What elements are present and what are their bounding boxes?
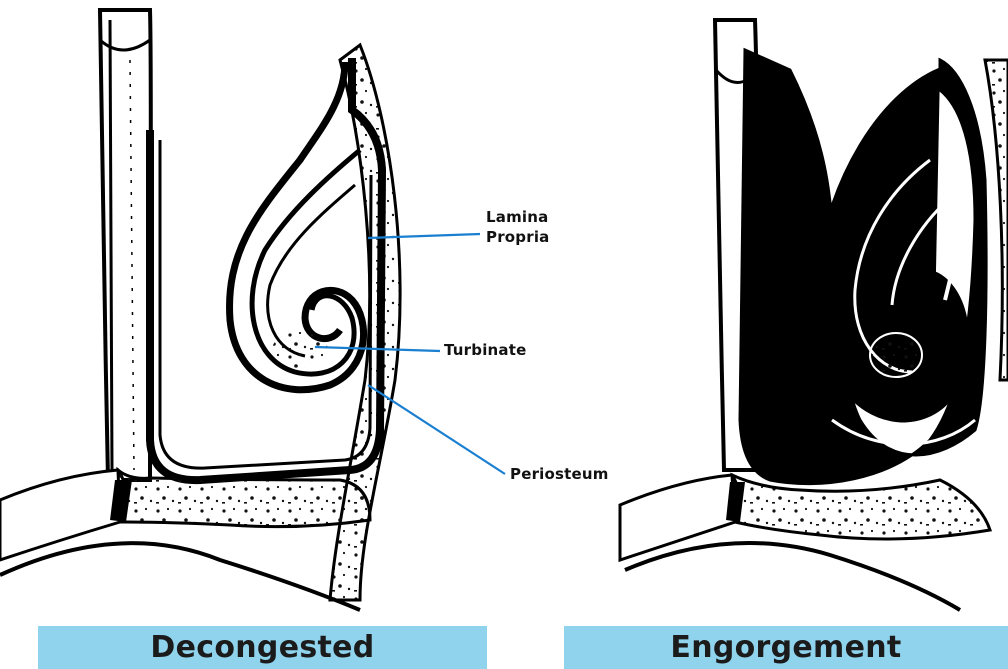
floor-bones-left bbox=[0, 470, 126, 560]
periosteum-label: Periosteum bbox=[510, 464, 609, 484]
turbinate-label: Turbinate bbox=[444, 340, 526, 360]
lamina-propria-label-line1: Lamina bbox=[486, 207, 550, 227]
engorgement-banner: Engorgement bbox=[564, 626, 1008, 669]
decongested-banner: Decongested bbox=[38, 626, 487, 669]
lamina-propria-label: Lamina Propria bbox=[486, 207, 550, 247]
decongested-illustration bbox=[0, 10, 400, 610]
engorgement-illustration bbox=[620, 20, 1008, 610]
floor-bones-right bbox=[620, 475, 739, 560]
lamina-propria-label-line2: Propria bbox=[486, 227, 550, 247]
septum-left bbox=[100, 10, 151, 480]
periosteum-leader bbox=[368, 385, 505, 474]
decongested-title: Decongested bbox=[150, 630, 374, 665]
lamina-propria-left bbox=[150, 58, 382, 480]
engorgement-title: Engorgement bbox=[670, 630, 901, 665]
